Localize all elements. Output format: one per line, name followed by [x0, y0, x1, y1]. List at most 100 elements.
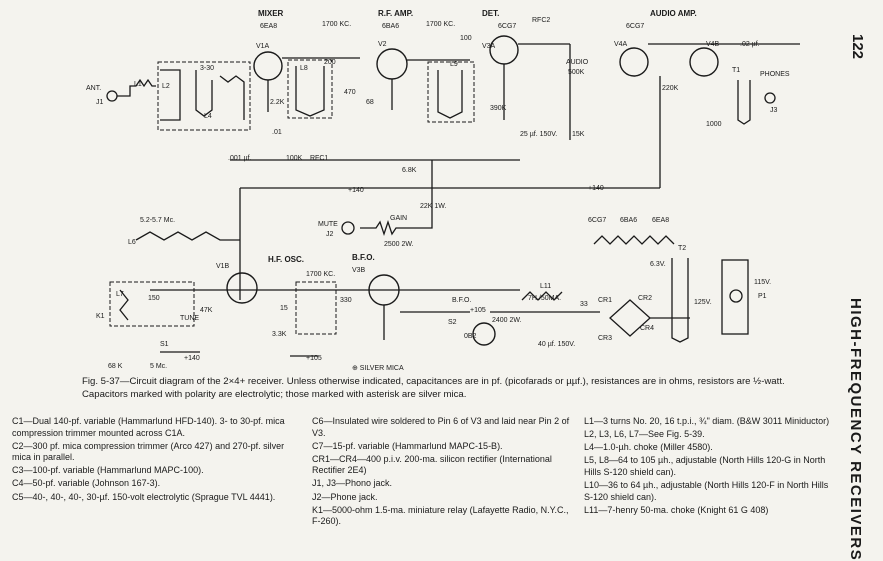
capacitor-c1b [219, 75, 245, 120]
tube-v4a [619, 47, 649, 77]
control-label: AUDIO [566, 59, 589, 66]
parts-item: C4—50-pf. variable (Johnson 167-3). [12, 478, 161, 489]
control-label: TUNE [180, 315, 199, 322]
tube-v3a [489, 35, 519, 65]
mute-jack-j2 [341, 221, 355, 235]
parts-item: C2—300 pf. mica compression trimmer (Arc… [12, 440, 285, 463]
shield-osc [109, 281, 195, 327]
inductor-l6 [135, 231, 240, 241]
value-label: .01 [272, 129, 282, 136]
parts-column-3: L1—3 turns No. 20, 16 t.p.i., ¾" diam. (… [584, 416, 830, 518]
inductor-l2 [160, 69, 181, 121]
tube-v1a [253, 51, 283, 81]
supply-label: +140 [184, 355, 200, 362]
supply-label: +140 [348, 187, 364, 194]
plug-pin [729, 289, 743, 303]
value-label: 150 [148, 295, 160, 302]
tube-v2 [376, 48, 408, 80]
gain-pot-r1 [360, 219, 412, 237]
control-label: B.F.O. [452, 297, 472, 304]
inductor-label: L1 [134, 81, 142, 88]
osc-range: 5.2-5.7 Mc. [140, 217, 175, 224]
tube-ref: V4B [706, 41, 720, 48]
tube-ref: V3B [352, 267, 366, 274]
value-label: 40 µf. 150V. [538, 341, 575, 348]
crystal-freq: 1700 KC. [306, 271, 335, 278]
tube-ref: 0B2 [464, 333, 477, 340]
tube-type: 6CG7 [588, 217, 606, 224]
switch-label: J2 [326, 231, 334, 238]
rf-shield [157, 61, 251, 131]
supply-label: +140 [588, 185, 604, 192]
circuit-schematic: MIXER R.F. AMP. DET. AUDIO AMP. H.F. OSC… [86, 9, 800, 372]
value-label: 3.3K [272, 331, 287, 338]
control-label: ANT. [86, 85, 101, 92]
inductor-label: L11 [540, 283, 551, 290]
phones-jack-j3 [764, 92, 776, 104]
tube-type: 6EA8 [652, 217, 669, 224]
inductor-label: L9 [450, 61, 458, 68]
value-label: 2500 2W. [384, 241, 414, 248]
supply-label: +105 [306, 355, 322, 362]
rectifier-label: CR2 [638, 295, 652, 302]
side-title: HIGH-FREQUENCY RECEIVERS [846, 298, 882, 561]
tube-ref: V1A [256, 43, 270, 50]
value-label: 200 [324, 59, 336, 66]
supply-label: +105 [470, 307, 486, 314]
shield-l8 [287, 59, 333, 119]
value-label: 330 [340, 297, 352, 304]
parts-item: L5, L8—64 to 105 µh., adjustable (North … [584, 455, 826, 477]
control-label: MUTE [318, 221, 338, 228]
value-label: 68 K [108, 363, 123, 370]
parts-item: L11—7-henry 50-ma. choke (Knight 61 G 40… [584, 504, 769, 515]
value-label: 47K [200, 307, 213, 314]
tube-ref: V4A [614, 41, 628, 48]
tube-ref: V3A [482, 43, 496, 50]
stage-label: H.F. OSC. [268, 255, 304, 264]
crystal-freq: 1700 KC. [322, 21, 351, 28]
inductor-l4 [195, 70, 213, 117]
tube-v1b [226, 272, 258, 304]
heater-string [593, 235, 675, 245]
value-label: 33 [580, 301, 588, 308]
value-label: 25 µf. 150V. [520, 131, 557, 138]
parts-item: L10—36 to 64 µh., adjustable (North Hill… [584, 479, 829, 502]
parts-item: L2, L3, L6, L7—See Fig. 5-39. [584, 429, 705, 440]
tube-type: 6EA8 [260, 23, 277, 30]
parts-item: CR1—CR4—400 p.i.v. 200-ma. silicon recti… [312, 453, 552, 476]
figure-caption: Fig. 5-37—Circuit diagram of the 2×4+ re… [82, 376, 785, 400]
value-label: 1000 [706, 121, 722, 128]
value-label: 6.3V. [650, 261, 666, 268]
choke-l11 [521, 291, 563, 301]
tube-v4b [689, 47, 719, 77]
parts-item: J2—Phone jack. [312, 491, 378, 502]
parts-list: C1—Dual 140-pf. variable (Hammarlund HFD… [12, 416, 832, 540]
tube-ref: V2 [378, 41, 387, 48]
value-label: 470 [344, 89, 356, 96]
transformer-t2 [671, 258, 689, 343]
tube-type: 6CG7 [626, 23, 644, 30]
value-label: 500K [568, 69, 585, 76]
value-label: 100K [286, 155, 303, 162]
value-label: 390K [490, 105, 507, 112]
value-label: 100 [460, 35, 472, 42]
crystal-freq: 1700 KC. [426, 21, 455, 28]
stage-label: B.F.O. [352, 253, 375, 262]
value-label: .001 µf. [228, 155, 252, 162]
switch-label: P1 [758, 293, 767, 300]
stage-label: R.F. AMP. [378, 9, 413, 18]
inductor-label: L7 [116, 291, 124, 298]
inductor-label: L6 [128, 239, 136, 246]
parts-item: C3—100-pf. variable (Hammarlund MAPC-100… [12, 465, 204, 476]
inductor-label: T2 [678, 245, 686, 252]
value-label: 68 [366, 99, 374, 106]
power-plug-p1 [721, 259, 749, 335]
inductor-l8 [295, 66, 325, 117]
inductor-label: L2 [162, 83, 170, 90]
stage-label: DET. [482, 9, 499, 18]
parts-item: L1—3 turns No. 20, 16 t.p.i., ¾" diam. (… [584, 416, 830, 426]
page-number: 122 [849, 34, 866, 60]
wire [412, 160, 433, 229]
value-label: 22K 1W. [420, 203, 447, 210]
value-label: 2400 2W. [492, 317, 522, 324]
